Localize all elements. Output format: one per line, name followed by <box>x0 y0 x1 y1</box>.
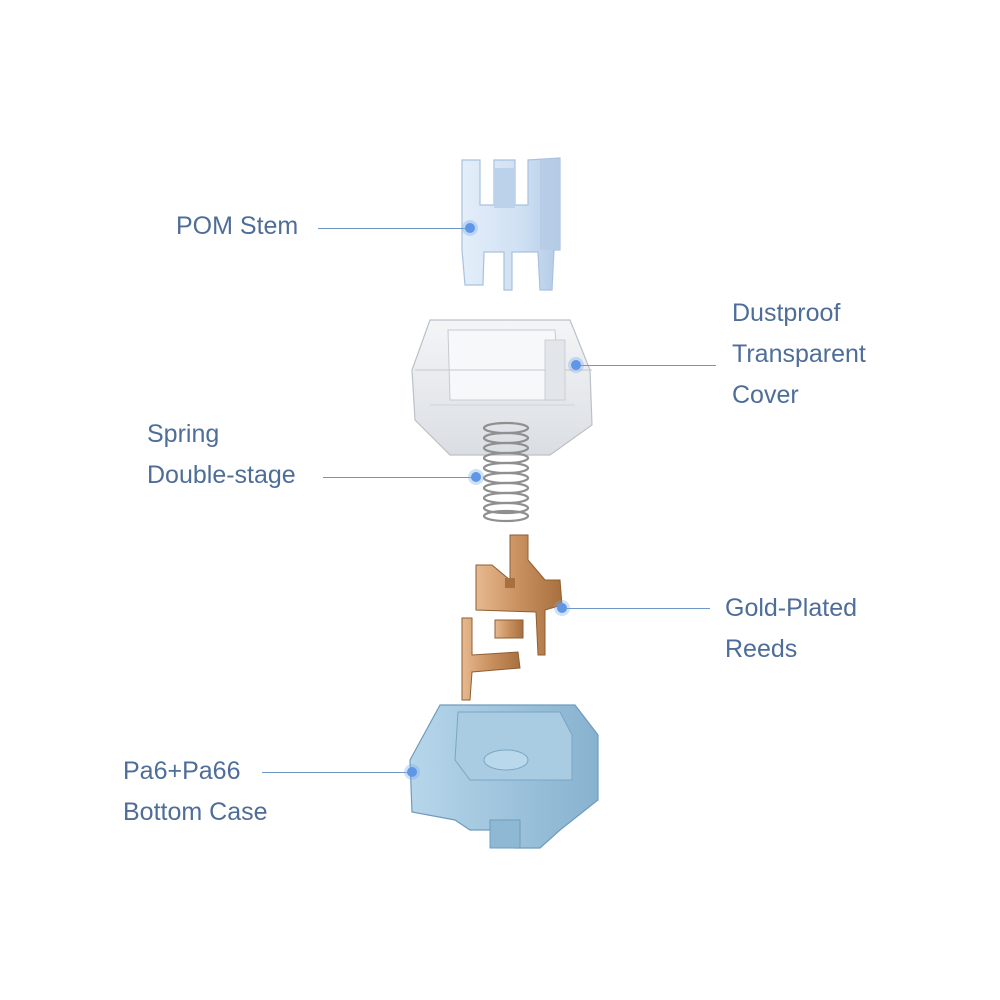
spring-part <box>482 421 530 523</box>
stem-marker-dot <box>465 223 475 233</box>
cover-leader-line <box>576 365 716 366</box>
bottom-marker-dot <box>407 767 417 777</box>
spring-label: Spring Double-stage <box>147 414 296 496</box>
cover-label-line: Cover <box>732 381 799 409</box>
cover-label: Dustproof Transparent Cover <box>732 293 866 416</box>
bottom-case-label: Pa6+Pa66 Bottom Case <box>123 751 268 833</box>
gold-plated-reeds-part <box>461 534 563 701</box>
cover-marker-dot <box>571 360 581 370</box>
reeds-label: Gold-Plated Reeds <box>725 588 857 670</box>
cover-label-line: Transparent <box>732 340 866 368</box>
transparent-cover-part <box>411 319 593 456</box>
reeds-leader-line <box>562 608 710 609</box>
reeds-label-line: Gold-Plated <box>725 594 858 622</box>
bottom-leader-line <box>262 772 412 773</box>
reeds-marker-dot <box>557 603 567 613</box>
stem-label: POM Stem <box>176 206 298 247</box>
bottom-case-label-line: Bottom Case <box>123 798 268 826</box>
reeds-label-line: Reeds <box>725 635 798 663</box>
bottom-case-part <box>409 704 599 849</box>
pom-stem-part <box>461 157 561 291</box>
spring-marker-dot <box>471 472 481 482</box>
cover-label-line: Dustproof <box>732 299 841 327</box>
stem-label-line: POM Stem <box>176 212 299 240</box>
spring-label-line: Spring <box>147 420 220 448</box>
stem-leader-line <box>318 228 470 229</box>
spring-leader-line <box>323 477 476 478</box>
bottom-case-label-line: Pa6+Pa66 <box>123 757 241 785</box>
spring-label-line: Double-stage <box>147 461 296 489</box>
